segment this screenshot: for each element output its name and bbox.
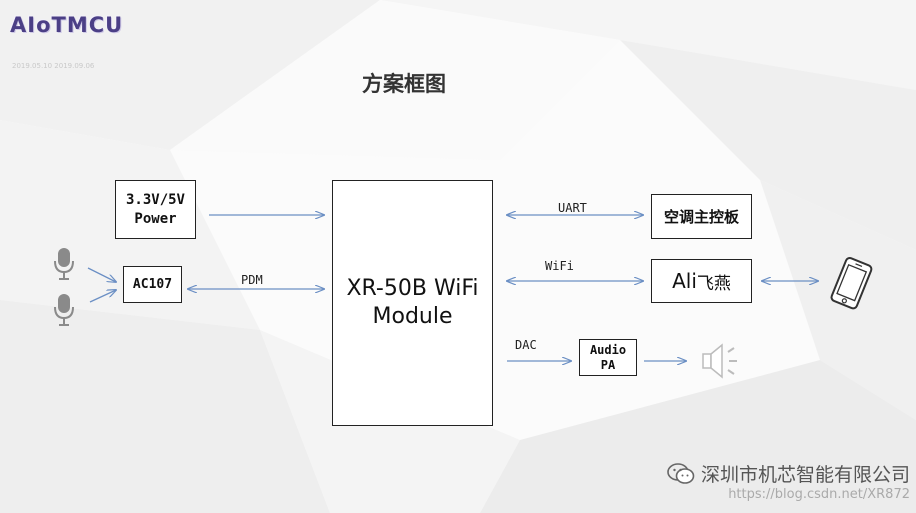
- smartphone-icon: [830, 257, 873, 310]
- company-footer: 深圳市机芯智能有限公司: [667, 460, 910, 487]
- ac107-codec-box: AC107: [123, 266, 182, 303]
- ac-main-controller-box: 空调主控板: [651, 194, 752, 239]
- company-name: 深圳市机芯智能有限公司: [700, 464, 910, 486]
- power-supply-box: 3.3V/5V Power: [115, 180, 196, 239]
- pdm-label: PDM: [241, 273, 263, 287]
- wifi-label: WiFi: [545, 259, 574, 273]
- speaker-icon: [702, 343, 737, 379]
- arrow-mic2: [89, 290, 116, 303]
- diagram-title: 方案框图: [362, 71, 446, 96]
- microphone-icon: [54, 248, 74, 280]
- feiyan-text: 飞燕: [696, 273, 731, 294]
- microphone-icon: [54, 294, 74, 326]
- arrow-mic1: [87, 267, 116, 282]
- wechat-icon: [667, 462, 695, 484]
- uart-label: UART: [558, 201, 587, 215]
- wifi-module-box: XR-50B WiFi Module: [332, 180, 493, 426]
- dac-label: DAC: [515, 338, 537, 352]
- company-logo: AIoTMCU: [10, 13, 124, 37]
- ali-brand-text: Ali: [672, 269, 697, 293]
- source-watermark: https://blog.csdn.net/XR872: [728, 487, 910, 502]
- logo-subtitle: 2019.05.10 2019.09.06: [12, 62, 95, 70]
- audio-pa-box: AudioPA: [579, 339, 637, 376]
